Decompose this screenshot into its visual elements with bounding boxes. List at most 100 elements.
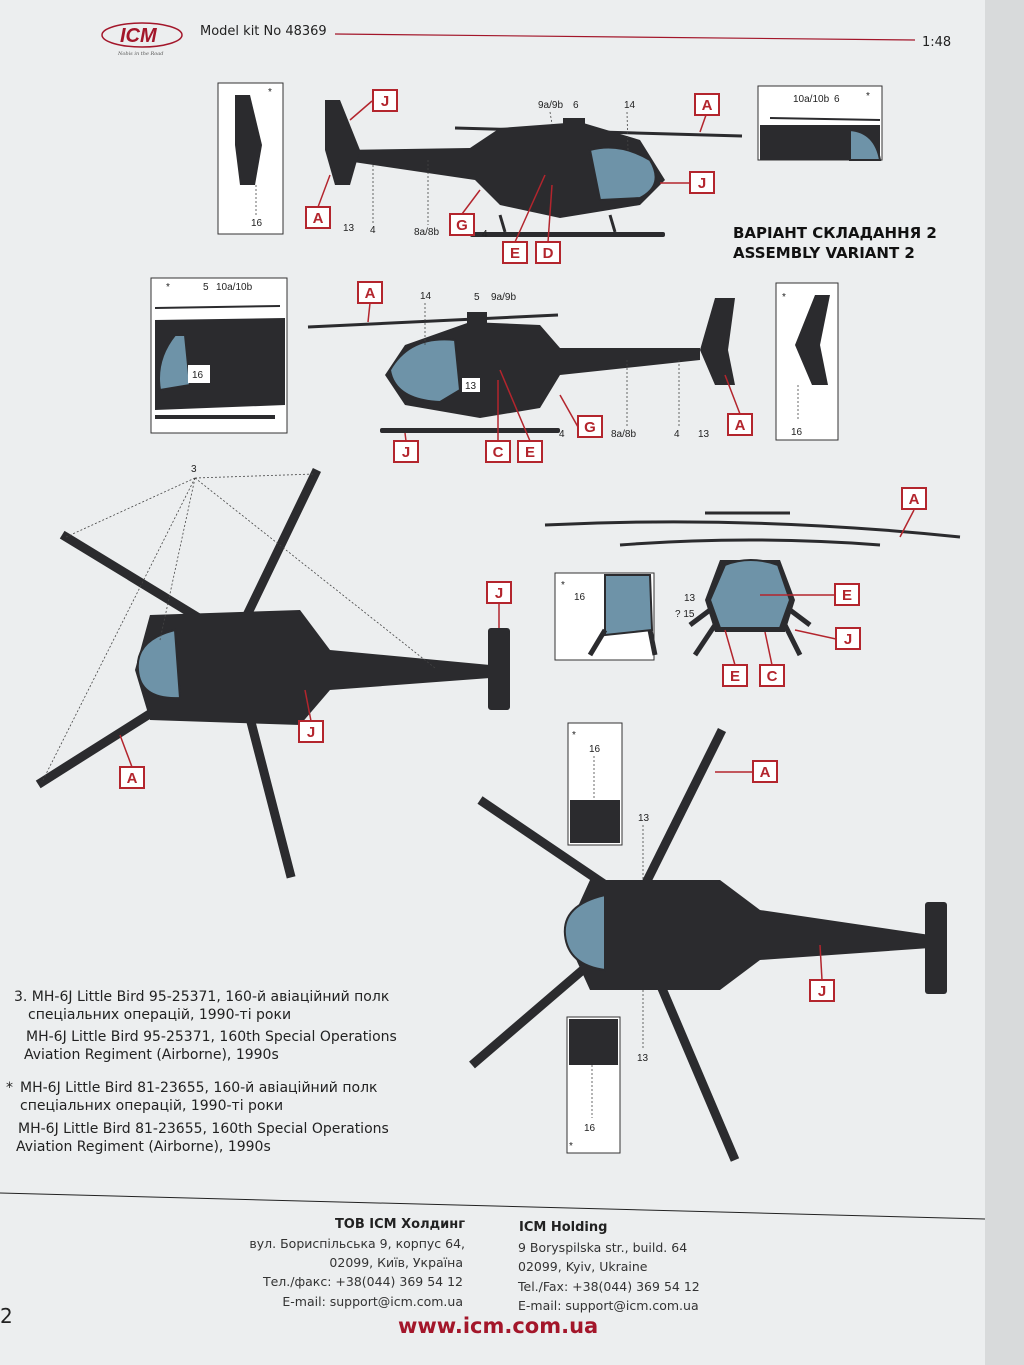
side-view-2-callouts: A G A J C E [357, 281, 753, 463]
svg-text:*: * [866, 91, 870, 102]
svg-text:16: 16 [574, 592, 586, 603]
svg-text:4: 4 [370, 225, 376, 236]
svg-text:A: A [702, 97, 713, 114]
svg-text:J: J [381, 93, 389, 110]
svg-text:13: 13 [684, 593, 696, 604]
svg-text:Aviation Regiment (Airborne),: Aviation Regiment (Airborne), 1990s [24, 1047, 279, 1063]
svg-text:9a/9b: 9a/9b [491, 292, 516, 303]
scale-label: 1:48 [922, 35, 951, 50]
svg-text:MH-6J Little Bird 81-23655, 16: MH-6J Little Bird 81-23655, 160th Specia… [18, 1121, 389, 1137]
assembly-title-en: ASSEMBLY VARIANT 2 [733, 244, 915, 262]
svg-text:E: E [525, 444, 535, 461]
svg-text:Tel./Fax: +38(044) 369 54 12: Tel./Fax: +38(044) 369 54 12 [517, 1279, 700, 1294]
svg-text:C: C [767, 668, 778, 685]
svg-text:J: J [307, 724, 315, 741]
svg-text:J: J [495, 585, 503, 602]
svg-text:13: 13 [698, 429, 710, 440]
svg-text:A: A [909, 491, 920, 508]
svg-text:10a/10b: 10a/10b [216, 282, 253, 293]
side-view-2-inset-left: * 5 10a/10b 16 [150, 277, 288, 434]
svg-text:E: E [730, 668, 740, 685]
svg-text:E-mail: support@icm.com.ua: E-mail: support@icm.com.ua [518, 1298, 699, 1313]
svg-text:16: 16 [192, 370, 204, 381]
svg-text:спеціальних операцій, 1990-ті: спеціальних операцій, 1990-ті роки [20, 1098, 283, 1114]
svg-text:16: 16 [589, 744, 601, 755]
svg-text:G: G [456, 217, 468, 234]
svg-text:G: G [584, 419, 596, 436]
top-view: 3 [35, 464, 510, 879]
icm-logo: ICM Nobis in the Road [101, 22, 183, 57]
svg-text:3. MH-6J Little Bird 95-25371,: 3. MH-6J Little Bird 95-25371, 160-й аві… [14, 989, 389, 1005]
footer-en: ICM Holding 9 Boryspilska str., build. 6… [517, 1220, 700, 1313]
svg-text:14: 14 [624, 100, 636, 111]
svg-text:16: 16 [791, 427, 803, 438]
svg-text:*: * [572, 730, 576, 741]
side-view-1-callouts: J A J A G E D [305, 89, 720, 264]
svg-text:13: 13 [637, 1053, 649, 1064]
top-view-callouts: J J A [119, 581, 512, 789]
svg-text:MH-6J Little Bird 81-23655, 16: MH-6J Little Bird 81-23655, 160-й авіаці… [20, 1080, 377, 1096]
svg-text:13: 13 [465, 381, 477, 392]
front-view-inset: * 16 [554, 572, 658, 661]
svg-text:*: * [561, 580, 565, 591]
front-view-callouts: A E J E C [722, 487, 927, 687]
svg-text:вул. Бориспільська 9, корпус 6: вул. Бориспільська 9, корпус 64, [249, 1236, 465, 1251]
side-view-2 [307, 298, 735, 433]
svg-text:5: 5 [203, 282, 209, 293]
variant-description: 3. MH-6J Little Bird 95-25371, 160-й аві… [6, 989, 397, 1155]
side-view-2-numbers: 14 5 9a/9b 13 4 8a/8b 4 13 [420, 291, 710, 440]
bottom-view-inset-bottom: 16 * [566, 1016, 621, 1154]
bottom-view-callouts: A J [715, 760, 835, 1002]
svg-text:ICM: ICM [120, 25, 158, 47]
svg-text:16: 16 [584, 1123, 596, 1134]
svg-text:D: D [543, 245, 554, 262]
svg-text:13: 13 [638, 813, 650, 824]
svg-text:4: 4 [482, 229, 488, 240]
svg-text:A: A [760, 764, 771, 781]
footer-uk: ТОВ ICM Холдинг вул. Бориспільська 9, ко… [249, 1217, 465, 1309]
svg-text:ТОВ ICM Холдинг: ТОВ ICM Холдинг [335, 1217, 465, 1232]
svg-text:*: * [782, 292, 786, 303]
svg-text:Тел./факс: +38(044) 369 54 12: Тел./факс: +38(044) 369 54 12 [262, 1274, 463, 1289]
svg-text:? 15: ? 15 [675, 609, 695, 620]
svg-text:8a/8b: 8a/8b [414, 227, 439, 238]
website-link[interactable]: www.icm.com.ua [398, 1314, 598, 1338]
svg-text:A: A [127, 770, 138, 787]
bottom-view-inset-top: * 16 [567, 722, 623, 846]
side-view-1 [325, 100, 743, 237]
svg-text:A: A [313, 210, 324, 227]
svg-text:A: A [735, 417, 746, 434]
side-view-1-numbers: 9a/9b 6 14 13 4 8a/8b 4 [343, 100, 636, 240]
svg-text:6: 6 [573, 100, 579, 111]
assembly-title-uk: ВАРІАНТ СКЛАДАННЯ 2 [733, 224, 937, 242]
svg-text:10a/10b: 10a/10b [793, 94, 830, 105]
svg-text:9a/9b: 9a/9b [538, 100, 563, 111]
svg-text:J: J [402, 444, 410, 461]
side-view-1-inset-left: * 16 [217, 82, 284, 235]
svg-text:02099, Київ, Україна: 02099, Київ, Україна [329, 1255, 463, 1270]
page-number: 2 [0, 1304, 13, 1328]
svg-text:4: 4 [559, 429, 565, 440]
svg-text:5: 5 [474, 292, 480, 303]
svg-text:ICM Holding: ICM Holding [519, 1220, 607, 1235]
svg-text:*: * [6, 1080, 13, 1096]
svg-text:E: E [510, 245, 520, 262]
bottom-view: 13 13 [469, 727, 947, 1162]
model-kit-number: Model kit No 48369 [200, 24, 327, 39]
svg-text:9 Boryspilska str., build. 64: 9 Boryspilska str., build. 64 [518, 1240, 687, 1255]
svg-text:6: 6 [834, 94, 840, 105]
svg-text:4: 4 [674, 429, 680, 440]
side-view-1-inset-right: 10a/10b 6 * [757, 85, 883, 161]
svg-text:E-mail: support@icm.com.ua: E-mail: support@icm.com.ua [282, 1294, 463, 1309]
svg-text:J: J [844, 631, 852, 648]
svg-text:J: J [818, 983, 826, 1000]
svg-text:J: J [698, 175, 706, 192]
svg-text:*: * [268, 87, 272, 98]
svg-text:02099, Kyiv, Ukraine: 02099, Kyiv, Ukraine [518, 1259, 648, 1274]
svg-text:Nobis in the Road: Nobis in the Road [117, 51, 163, 57]
svg-text:MH-6J Little Bird 95-25371, 16: MH-6J Little Bird 95-25371, 160th Specia… [26, 1029, 397, 1045]
svg-text:8a/8b: 8a/8b [611, 429, 636, 440]
svg-text:3: 3 [191, 464, 197, 475]
svg-text:16: 16 [251, 218, 263, 229]
